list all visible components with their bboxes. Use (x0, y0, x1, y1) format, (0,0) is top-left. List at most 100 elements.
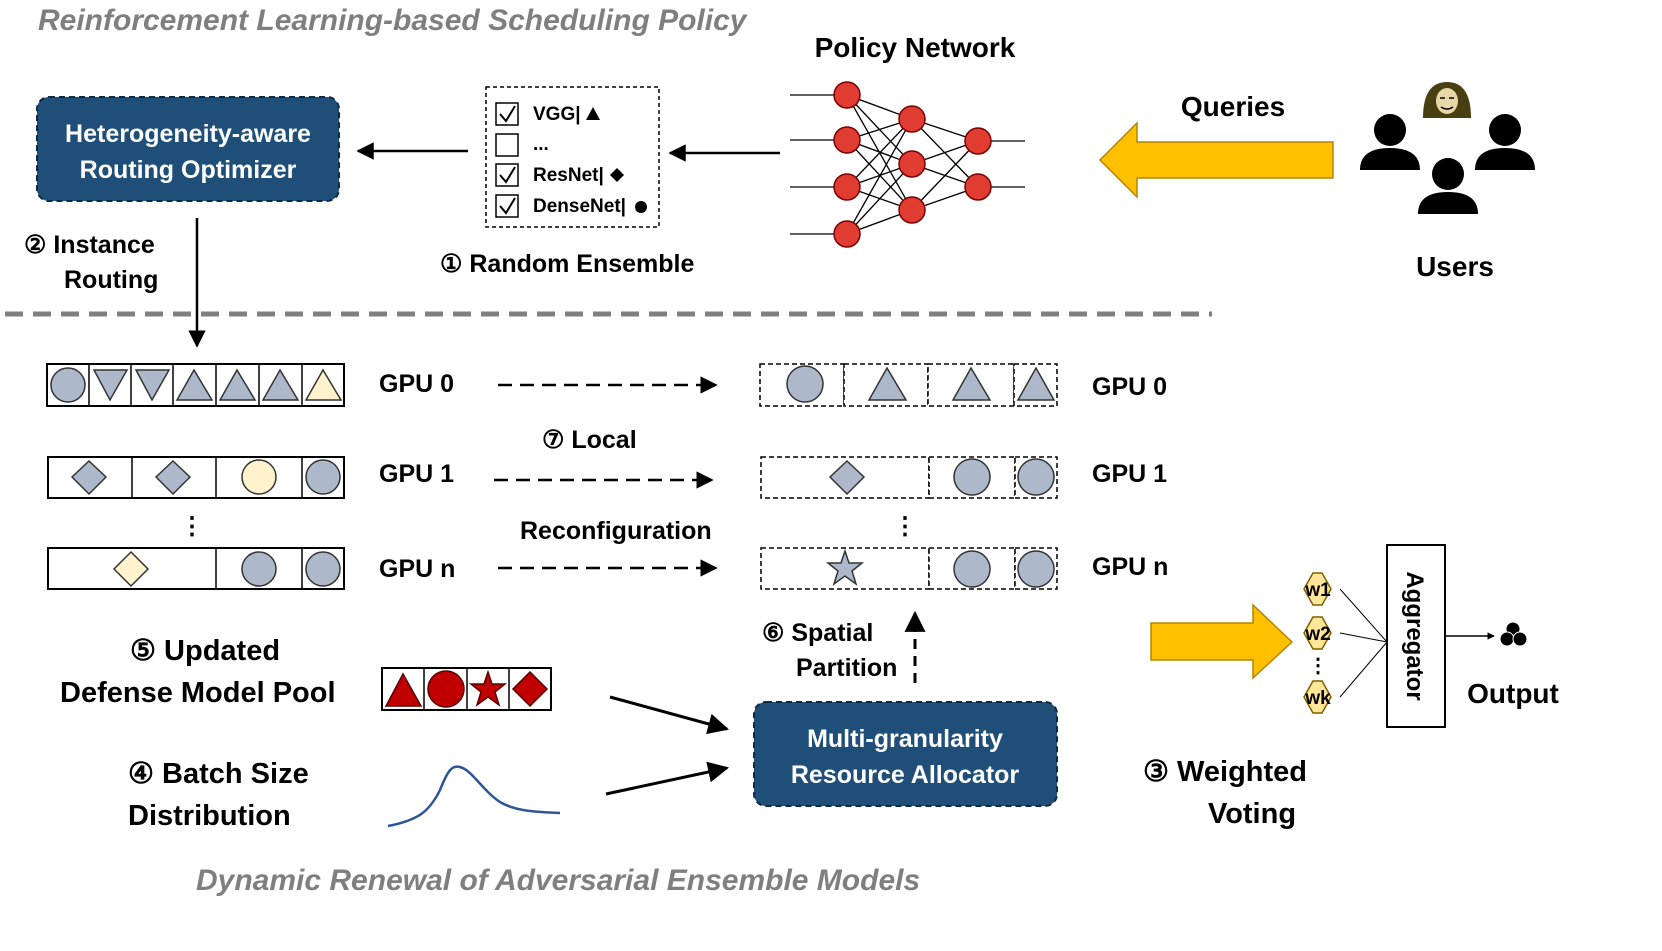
weight-hex-wk: wk (1303, 680, 1332, 714)
neuron (898, 150, 926, 178)
step6-label-line1: ⑥ Spatial (762, 619, 873, 647)
step2-label-line1: ② Instance (24, 231, 155, 259)
gpu-right-ellipsis: ⋮ (893, 513, 917, 540)
ensemble-item-label: ... (533, 134, 549, 155)
triangle-shape (1016, 366, 1056, 401)
neuron (833, 126, 861, 154)
queries-label: Queries (1181, 91, 1285, 122)
gpu-left-label-1: GPU 1 (379, 460, 454, 488)
triangle-shape (218, 368, 257, 401)
neuron (833, 81, 861, 109)
weight-label: wk (1304, 688, 1331, 709)
allocator-line1: Multi-granularity (807, 725, 1003, 753)
routing-optimizer-line1: Heterogeneity-aware (65, 120, 311, 148)
ensemble-item-label: ResNet| (533, 165, 604, 186)
weight-ellipsis: ⋮ (1308, 655, 1328, 677)
triangle-shape (384, 672, 423, 707)
step3-label-line2: Voting (1208, 798, 1296, 830)
gpun-queue-left (47, 547, 345, 590)
aggregator-label: Aggregator (1401, 571, 1428, 700)
gpu-left-label-0: GPU 0 (379, 370, 454, 398)
gpu-right-label-0: GPU 0 (1092, 373, 1167, 401)
ensemble-item-resnet: ResNet| (495, 163, 624, 187)
diamond-shape (112, 550, 150, 588)
ensemble-item-vgg: VGG| (495, 102, 600, 126)
circle-shape (241, 551, 277, 587)
circle-shape (1017, 550, 1055, 588)
circle-shape (427, 670, 465, 708)
routing-optimizer-box: Heterogeneity-aware Routing Optimizer (36, 96, 340, 202)
triangle-shape (867, 366, 908, 401)
neuron (898, 196, 926, 224)
gpu0-queue-right (759, 363, 1058, 407)
bottom-section-title: Dynamic Renewal of Adversarial Ensemble … (196, 864, 920, 897)
step5-label-line2: Defense Model Pool (60, 677, 336, 709)
gpu1-queue-left (47, 456, 345, 499)
allocator-line2: Resource Allocator (791, 761, 1020, 789)
weight-label: w2 (1304, 624, 1330, 645)
gpu-left-ellipsis: ⋮ (180, 513, 204, 540)
diamond-shape (828, 459, 866, 496)
defense-model-pool (381, 667, 552, 711)
gpu1-queue-right (760, 456, 1058, 499)
diamond-shape (511, 670, 549, 708)
circle-shape (953, 550, 991, 588)
diamond-icon (610, 168, 624, 182)
queries-arrow (1098, 121, 1334, 199)
neuron (833, 173, 861, 201)
circle-shape (305, 551, 341, 587)
arrow-pool-to-allocator (609, 695, 730, 735)
gpun-queue-right (760, 547, 1058, 590)
step2-label-line2: Routing (64, 266, 158, 294)
users-label: Users (1416, 251, 1494, 282)
policy-network-title: Policy Network (815, 32, 1016, 63)
output-label: Output (1467, 678, 1559, 709)
neuron (964, 127, 992, 155)
diamond-shape (154, 459, 192, 496)
circle-shape (305, 459, 341, 495)
policy-network-graph (790, 81, 1025, 248)
step6-label-line2: Partition (796, 654, 897, 682)
inverted-triangle-shape (92, 369, 129, 402)
triangle-shape (175, 368, 214, 401)
user-icon (1360, 114, 1420, 170)
ensemble-item-label: VGG| (533, 104, 581, 125)
triangle-icon (586, 107, 600, 120)
triangle-shape (951, 366, 992, 401)
step4-label-line2: Distribution (128, 800, 291, 832)
user-icon (1418, 158, 1478, 214)
gpu-right-label-n: GPU n (1092, 553, 1168, 581)
gpu-right-label-1: GPU 1 (1092, 460, 1167, 488)
weight-hex-w2: w2 (1303, 616, 1332, 650)
output-icon (1499, 621, 1528, 647)
step7-label-line2: Reconfiguration (520, 517, 712, 545)
triangle-shape (261, 368, 300, 401)
hacker-icon (1423, 82, 1471, 118)
top-section-title: Reinforcement Learning-based Scheduling … (38, 4, 748, 37)
random-ensemble-list: VGG| ... ResNet| DenseNet| (485, 86, 660, 228)
diamond-shape (70, 459, 108, 496)
circle-icon (635, 201, 647, 213)
aggregator-box: Aggregator (1386, 544, 1446, 728)
ensemble-item-more: ... (495, 133, 549, 157)
resource-allocator-box: Multi-granularity Resource Allocator (753, 701, 1058, 807)
circle-shape (1017, 458, 1055, 496)
user-icon (1475, 114, 1535, 170)
weight-hex-w1: w1 (1303, 572, 1332, 606)
circle-shape (786, 365, 824, 403)
neuron (898, 105, 926, 133)
star-shape (825, 548, 865, 586)
batch-size-distribution-curve (387, 765, 561, 828)
circle-shape (50, 367, 86, 403)
neuron (833, 220, 861, 248)
gpu-left-label-n: GPU n (379, 555, 455, 583)
ensemble-item-label: DenseNet| (533, 196, 626, 217)
step4-label-line1: ④ Batch Size (128, 758, 309, 790)
ensemble-item-densenet: DenseNet| (495, 194, 647, 218)
triangle-shape (304, 368, 343, 401)
circle-shape (953, 458, 991, 496)
step3-label-line1: ③ Weighted (1143, 756, 1307, 788)
weight-label: w1 (1304, 580, 1331, 601)
step7-label-line1: ⑦ Local (542, 426, 637, 454)
users-icon-group (1360, 82, 1535, 214)
